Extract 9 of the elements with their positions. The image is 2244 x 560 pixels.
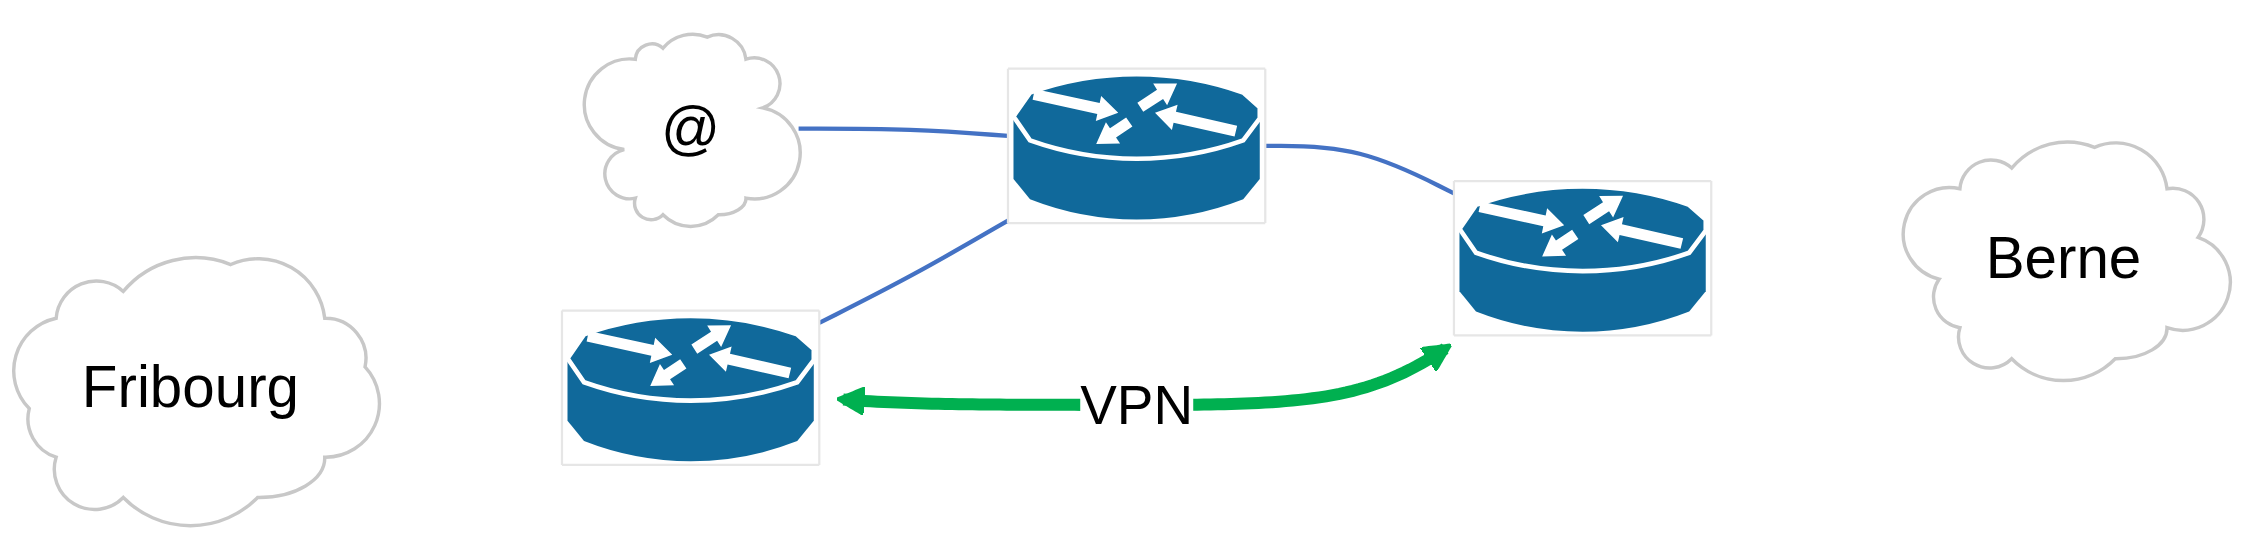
router-icon [560, 309, 821, 467]
router-icon [1452, 179, 1713, 337]
link-line [1265, 143, 1455, 196]
link-line [798, 126, 1009, 139]
router-icon [1006, 67, 1267, 225]
cloud-node: Berne [1901, 140, 2232, 383]
cloud-node: @ [582, 32, 802, 229]
link-line [818, 218, 1010, 325]
cloud-node: Fribourg [12, 255, 382, 528]
